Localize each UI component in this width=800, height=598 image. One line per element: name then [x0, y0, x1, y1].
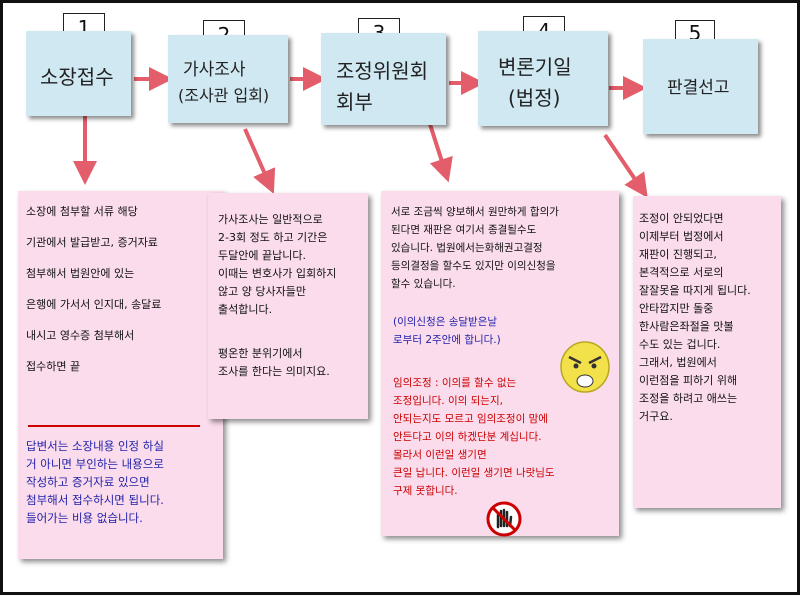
angry-face-icon: [560, 341, 610, 393]
divider-line: [28, 425, 200, 427]
note-1-line: 내시고 영수증 첨부해서: [26, 329, 135, 342]
arrow-4-to-note: [603, 133, 648, 198]
step-5-label: 판결선고: [667, 78, 730, 98]
note-1-line: 소장에 첨부할 서류 해당: [26, 205, 138, 218]
note-3-text-1: 서로 조금씩 양보해서 원만하게 합의가 된다면 재판은 여기서 종결될수도 있…: [391, 206, 559, 290]
step-5-box: 판결선고: [643, 39, 758, 134]
note-1-blue-text: 답변서는 소장내용 인정 하실 거 아니면 부인하는 내용으로 작성하고 증거자…: [26, 439, 164, 525]
step-1-box: 소장접수: [26, 31, 131, 116]
note-step-2: 가사조사는 일반적으로 2-3회 정도 하고 기간은 두달안에 끝납니다. 이때…: [208, 193, 368, 419]
note-step-1: 소장에 첨부할 서류 해당 기관에서 발급받고, 증거자료 첨부해서 법원안에 …: [18, 191, 223, 559]
arrow-3-to-note: [426, 117, 453, 183]
note-step-3: 서로 조금씩 양보해서 원만하게 합의가 된다면 재판은 여기서 종결될수도 있…: [381, 191, 619, 537]
step-4-label-line2: (법정): [508, 86, 561, 110]
note-3-red-text: 임의조정 : 이의를 할수 없는 조정입니다. 이의 되는지, 안되는지도 모르…: [393, 377, 555, 497]
note-1-line: 은행에 가서서 인지대, 송달료: [26, 298, 162, 311]
note-step-4: 조정이 안되었다면 이제부터 법정에서 재판이 진행되고, 본격적으로 서로의 …: [633, 196, 781, 508]
stop-hand-icon: [486, 501, 522, 537]
step-2-label-line2: (조사관 입회): [178, 86, 270, 105]
note-3-blue-text: (이의신청은 송달받은날 로부터 2주안에 합니다.): [393, 316, 501, 346]
step-2-box: 가사조사 (조사관 입회): [168, 35, 288, 123]
arrow-2-to-note: [243, 128, 276, 194]
step-2-label-line1: 가사조사: [183, 60, 246, 80]
step-1-label: 소장접수: [40, 65, 114, 89]
step-3-label-line1: 조정위원회: [336, 59, 428, 83]
step-3-label-line2: 회부: [336, 90, 373, 114]
step-4-box: 변론기일 (법정): [478, 31, 608, 126]
flow-arrows: [73, 67, 648, 198]
note-1-line: 접수하면 끝: [26, 360, 81, 373]
note-2-text-2: 평온한 분위기에서 조사를 한다는 의미지요.: [218, 347, 330, 378]
step-4-label-line1: 변론기일: [498, 55, 572, 79]
note-1-line: 기관에서 발급받고, 증거자료: [26, 236, 158, 249]
note-4-text: 조정이 안되었다면 이제부터 법정에서 재판이 진행되고, 본격적으로 서로의 …: [639, 212, 751, 423]
note-1-line: 첨부해서 법원안에 있는: [26, 267, 135, 280]
step-3-box: 조정위원회 회부: [321, 33, 446, 125]
note-2-text-1: 가사조사는 일반적으로 2-3회 정도 하고 기간은 두달안에 끝납니다. 이때…: [218, 213, 337, 316]
note-1-lines: 소장에 첨부할 서류 해당 기관에서 발급받고, 증거자료 첨부해서 법원안에 …: [18, 191, 223, 374]
